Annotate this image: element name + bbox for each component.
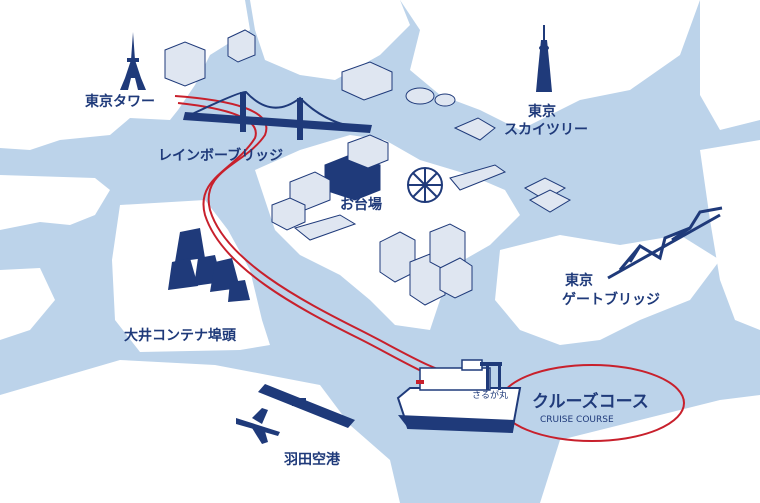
tokyo-tower-icon xyxy=(120,32,146,90)
label-haneda: 羽田空港 xyxy=(284,451,341,468)
ship-name-marking: さるが丸 xyxy=(472,389,508,401)
ship-icon: さるが丸 xyxy=(396,359,522,434)
label-oi-container: 大井コンテナ埠頭 xyxy=(124,327,237,344)
label-rainbow-bridge: レインボーブリッジ xyxy=(158,147,283,164)
label-cruise-title: クルーズコース xyxy=(532,391,649,412)
airport-runway xyxy=(258,384,355,428)
skytree-icon xyxy=(536,25,552,92)
label-gate-bridge-line2: ゲートブリッジ xyxy=(562,291,660,308)
label-tokyo-tower: 東京タワー xyxy=(85,93,155,110)
label-gate-bridge-line1: 東京 xyxy=(565,272,593,289)
label-skytree-line1: 東京 xyxy=(528,103,556,120)
label-odaiba: お台場 xyxy=(340,196,382,213)
crane-icon xyxy=(168,228,250,302)
gate-bridge-icon xyxy=(607,206,723,280)
label-cruise-sub: CRUISE COURSE xyxy=(540,415,614,425)
rainbow-bridge-icon xyxy=(183,90,372,140)
label-skytree-line2: スカイツリー xyxy=(504,122,588,138)
buildings-top xyxy=(164,29,496,141)
ferris-wheel-icon xyxy=(407,167,443,203)
odaiba-buildings xyxy=(271,134,572,306)
airplane-icon xyxy=(236,408,280,444)
